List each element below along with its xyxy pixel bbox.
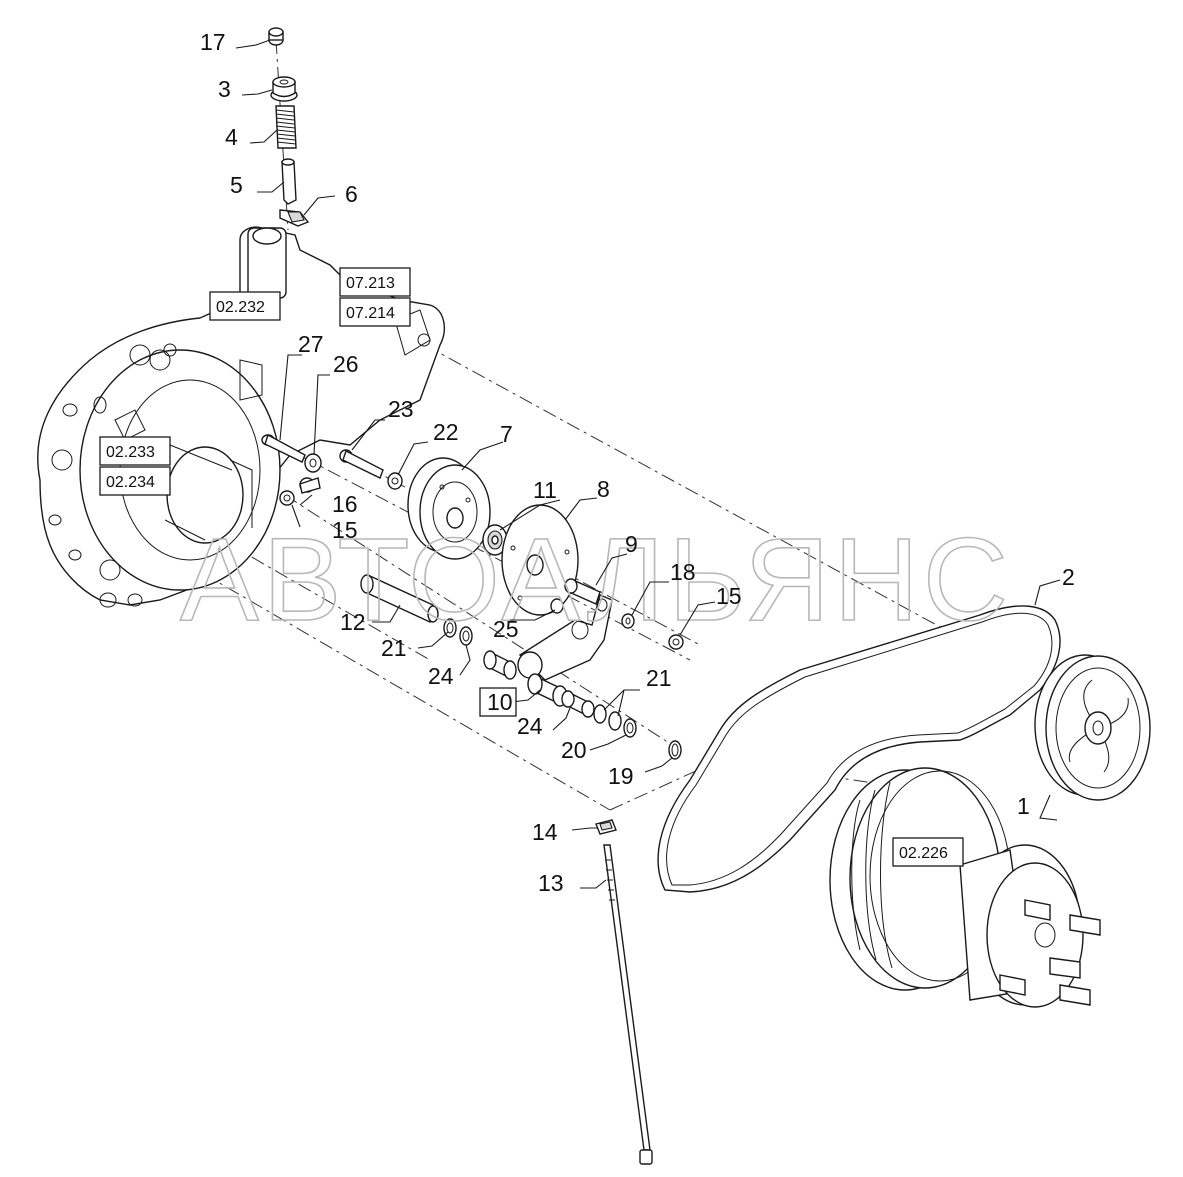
reference-box-frame (99, 466, 171, 496)
callout-25: 25 (493, 616, 519, 642)
reference-box-02-226[interactable]: 02.226 (892, 837, 964, 867)
part-21-ring-right (593, 704, 622, 731)
callout-12: 12 (340, 609, 366, 635)
part-19-circlip (668, 740, 682, 760)
part-9-pin (564, 578, 601, 605)
reference-label: 02.226 (899, 845, 948, 862)
callout-27: 27 (298, 331, 324, 357)
reference-box-frame (339, 267, 411, 297)
reference-label: 02.234 (106, 474, 155, 491)
part-1-pulley (1034, 654, 1151, 801)
part-2-belt (657, 605, 1061, 893)
callout-18: 18 (670, 559, 696, 585)
watermark: АВТОАЛЬЯНС (180, 514, 1012, 646)
callout-10-box (479, 687, 517, 717)
callout-16: 16 (332, 491, 358, 517)
reference-box-frame (209, 291, 281, 321)
callout-5: 5 (230, 172, 243, 198)
reference-box-07-213[interactable]: 07.213 (339, 267, 411, 297)
part-26-washer (304, 453, 322, 473)
part-14-clip (595, 819, 617, 835)
reference-boxes: 02.232 07.213 07.214 02.233 02.234 02.226 (99, 267, 964, 867)
leader-lines (235, 39, 1061, 889)
part-4-spring (275, 105, 297, 149)
callout-17: 17 (200, 29, 226, 55)
part-20-ring (623, 718, 637, 738)
callout-21a: 21 (381, 635, 407, 661)
callout-15b: 15 (716, 583, 742, 609)
reference-box-02-232[interactable]: 02.232 (209, 291, 281, 321)
reference-label: 02.233 (106, 444, 155, 461)
reference-label: 02.232 (216, 299, 265, 316)
part-11-bearing (482, 524, 508, 556)
part-22-washer (387, 472, 403, 490)
callout-20: 20 (561, 737, 587, 763)
part-17-nut (268, 27, 284, 46)
callout-19: 19 (608, 763, 634, 789)
callout-26: 26 (333, 351, 359, 377)
part-3-cap (270, 76, 298, 102)
callout-1: 1 (1017, 793, 1030, 819)
part-10-tensioner-arm (517, 594, 613, 681)
part-15-spacer-right (668, 634, 684, 650)
callout-7: 7 (500, 421, 513, 447)
callout-8: 8 (597, 476, 610, 502)
part-27-bolt (261, 433, 306, 463)
callout-14: 14 (532, 819, 558, 845)
part-25-bushing (550, 598, 564, 614)
part-8-plate (501, 504, 579, 616)
part-7-pulley (407, 457, 491, 560)
part-23-bolt (339, 449, 384, 479)
callout-24b: 24 (517, 713, 543, 739)
callout-13: 13 (538, 870, 564, 896)
callout-10: 10 (487, 689, 513, 715)
callout-6: 6 (345, 181, 358, 207)
reference-box-frame (339, 297, 411, 327)
callout-2: 2 (1062, 564, 1075, 590)
reference-box-02-233[interactable]: 02.233 (99, 436, 171, 466)
reference-label: 07.214 (346, 305, 395, 322)
callout-21b: 21 (646, 665, 672, 691)
part-16-bolt (299, 477, 321, 494)
part-18-washer (621, 613, 635, 629)
part-6-bracket (279, 209, 310, 227)
callout-4: 4 (225, 124, 238, 150)
part-5-pin (281, 158, 297, 205)
reference-label: 07.213 (346, 275, 395, 292)
reference-box-02-234[interactable]: 02.234 (99, 466, 171, 496)
reference-box-07-214[interactable]: 07.214 (339, 297, 411, 327)
part-24-bushing-left (483, 650, 517, 680)
callout-24a: 24 (428, 663, 454, 689)
part-15-spacer (279, 490, 295, 506)
part-24-bushing-small (561, 690, 595, 718)
callout-15a: 15 (332, 517, 358, 543)
crankshaft-damper (829, 767, 1101, 1008)
part-24-ring-left (459, 626, 473, 646)
reference-box-frame (99, 436, 171, 466)
part-13-rod (603, 844, 653, 1165)
callout-9: 9 (625, 531, 638, 557)
callout-22: 22 (433, 419, 459, 445)
part-24-bushing-right (527, 673, 568, 707)
reference-box-frame (892, 837, 964, 867)
part-12-shaft (360, 574, 439, 623)
callout-23: 23 (388, 396, 414, 422)
callout-3: 3 (218, 76, 231, 102)
callout-11: 11 (533, 477, 557, 503)
